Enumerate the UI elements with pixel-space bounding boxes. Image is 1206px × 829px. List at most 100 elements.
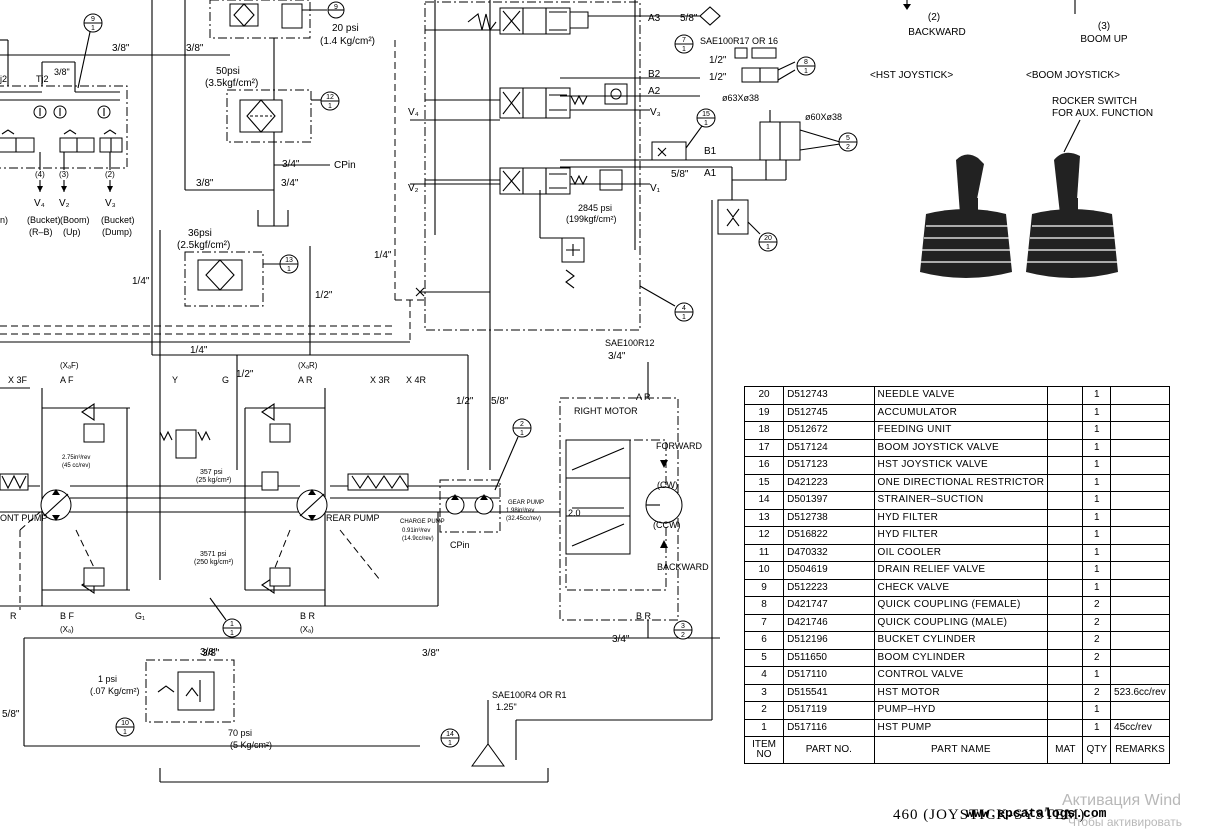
svg-text:1: 1 xyxy=(123,729,127,736)
pressure-3571-a: 3571 psi xyxy=(200,551,227,558)
rocker-switch-label-1: ROCKER SWITCH xyxy=(1052,96,1137,107)
table-cell-mat xyxy=(1047,596,1084,615)
table-cell-item: 4 xyxy=(743,666,785,685)
svg-text:1.98in³/rev: 1.98in³/rev xyxy=(506,508,534,514)
svg-text:(Xₐ): (Xₐ) xyxy=(300,625,314,634)
table-cell-mat xyxy=(1047,508,1084,527)
table-cell-qty: 2 xyxy=(1082,613,1112,632)
charge-gear-pump: CHARGE PUMP 0.91in³/rev (14.9cc/rev) GEA… xyxy=(400,479,544,550)
table-cell-name: PUMP–HYD xyxy=(873,701,1049,720)
table-cell-mat xyxy=(1047,491,1084,510)
table-cell-qty: 2 xyxy=(1082,648,1112,667)
table-cell-item: 11 xyxy=(743,543,785,562)
table-cell-mat xyxy=(1047,421,1084,440)
pipe-14-a: 1/4" xyxy=(132,276,150,287)
callout-2: 2 1 xyxy=(494,418,532,491)
pipe-38-bottom: 3/8" xyxy=(196,178,214,189)
pressure-20-a: 20 psi xyxy=(332,23,359,34)
table-cell-mat xyxy=(1047,526,1084,545)
hst-joystick-image xyxy=(920,154,1012,278)
svg-text:SAE100R12: SAE100R12 xyxy=(605,338,655,348)
svg-text:5/8": 5/8" xyxy=(2,709,20,720)
svg-text:B R: B R xyxy=(300,611,316,621)
pipe-38-lower: 3/8" xyxy=(422,648,440,659)
pipe-cpin-top: CPin xyxy=(334,160,356,171)
pipe-14-b: 1/4" xyxy=(374,250,392,261)
table-cell-name: BOOM JOYSTICK VALVE xyxy=(873,438,1049,457)
svg-text:X 4R: X 4R xyxy=(406,375,427,385)
table-cell-item: 16 xyxy=(743,456,785,475)
pilot-fn-2: (Boom) xyxy=(60,215,90,225)
table-cell-remarks xyxy=(1110,613,1170,632)
pipe-34-b: 3/4" xyxy=(281,178,299,189)
svg-text:1: 1 xyxy=(682,314,686,321)
svg-text:B R: B R xyxy=(636,611,652,621)
filter-36psi: 36psi (2.5kgf/cm²) xyxy=(151,0,282,580)
table-cell-mat xyxy=(1047,403,1084,422)
pipe-12-a: 1/2" xyxy=(315,290,333,301)
pilot-fn-b1: (Up) xyxy=(63,227,81,237)
svg-text:A F: A F xyxy=(60,375,74,385)
svg-text:70 psi: 70 psi xyxy=(228,728,252,738)
front-pump: ONT PUMP 2.75in³/rev (45 cc/rev) xyxy=(0,455,90,523)
svg-text:G: G xyxy=(222,375,229,385)
port-a1: A1 xyxy=(704,168,717,179)
svg-text:1: 1 xyxy=(766,244,770,251)
table-header-item-line2: NO xyxy=(756,749,772,760)
table-cell-remarks xyxy=(1110,491,1170,510)
table-cell-mat xyxy=(1047,456,1084,475)
table-cell-remarks xyxy=(1110,438,1170,457)
table-cell-part-no: D517110 xyxy=(783,666,875,685)
table-cell-remarks xyxy=(1110,456,1170,475)
callout-13: 13 1 xyxy=(279,254,299,274)
table-cell-remarks: 523.6cc/rev xyxy=(1110,683,1170,702)
svg-text:20: 20 xyxy=(764,235,772,242)
table-cell-mat xyxy=(1047,683,1084,702)
table-cell-qty: 1 xyxy=(1082,701,1112,720)
table-cell-qty: 1 xyxy=(1082,718,1112,737)
svg-text:FORWARD: FORWARD xyxy=(656,441,702,451)
table-cell-remarks xyxy=(1110,578,1170,597)
port-v3: V₃ xyxy=(650,107,661,118)
table-cell-remarks xyxy=(1110,648,1170,667)
svg-text:(Xₐ): (Xₐ) xyxy=(60,625,74,634)
right-motor: SAE100R12 3/4" A R B R 3/4" RIGHT MOTOR … xyxy=(559,338,709,645)
svg-text:(CCW): (CCW) xyxy=(653,520,681,530)
table-cell-mat xyxy=(1047,631,1084,650)
strainer: SAE100R4 OR R1 1.25" xyxy=(471,690,567,767)
pressure-3571-b: (250 kg/cm²) xyxy=(194,559,233,566)
table-cell-part-no: D516822 xyxy=(783,526,875,545)
table-cell-remarks xyxy=(1110,596,1170,615)
pressure-2845-b: (199kgf/cm²) xyxy=(566,214,617,224)
table-header-item-line1: ITEM xyxy=(752,739,776,750)
sae17-label: SAE100R17 OR 16 xyxy=(700,36,778,46)
activation-watermark-line1: Активация Wind xyxy=(1062,792,1181,809)
table-cell-item: 7 xyxy=(743,613,785,632)
table-cell-name: QUICK COUPLING (FEMALE) xyxy=(873,596,1049,615)
table-cell-item: 12 xyxy=(743,526,785,545)
table-cell-remarks xyxy=(1110,701,1170,720)
svg-text:(5 Kg/cm²): (5 Kg/cm²) xyxy=(230,740,272,750)
svg-text:RIGHT MOTOR: RIGHT MOTOR xyxy=(574,406,638,416)
pipe-12-e: 1/2" xyxy=(709,72,727,83)
table-cell-remarks xyxy=(1110,526,1170,545)
table-header-name: PART NAME xyxy=(873,736,1049,764)
table-cell-mat xyxy=(1047,666,1084,685)
pressure-36-b: (2.5kgf/cm²) xyxy=(177,240,230,251)
pump-lines xyxy=(0,387,560,610)
svg-text:1: 1 xyxy=(287,266,291,273)
pipe-58-top: 5/8" xyxy=(680,13,698,24)
callout-14: 14 1 xyxy=(440,728,460,748)
svg-text:BOOM UP: BOOM UP xyxy=(1080,34,1128,45)
table-cell-name: HST PUMP xyxy=(873,718,1049,737)
table-cell-name: DRAIN RELIEF VALVE xyxy=(873,561,1049,580)
table-cell-item: 19 xyxy=(743,403,785,422)
pressure-357-b: (25 kg/cm²) xyxy=(196,477,231,484)
